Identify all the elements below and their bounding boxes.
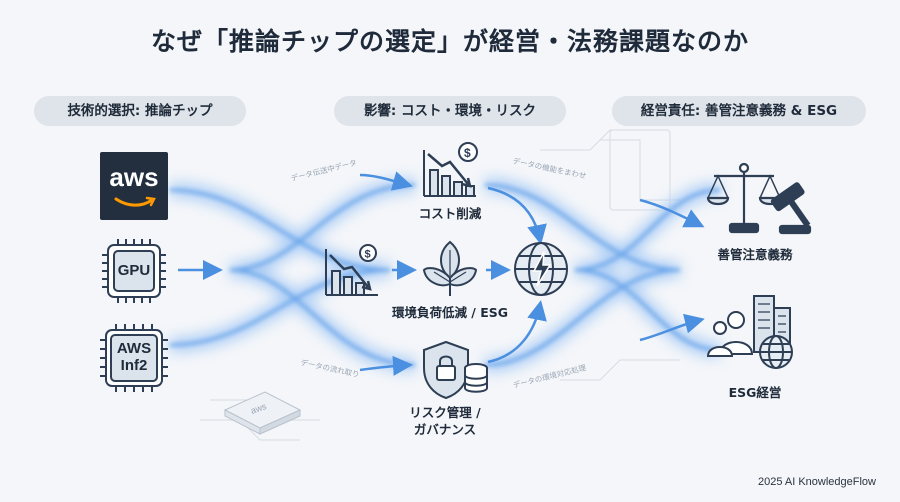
header-management-responsibility: 経営責任: 善管注意義務 & ESG [612, 96, 866, 126]
page-title: なぜ「推論チップの選定」が経営・法務課題なのか [150, 27, 749, 56]
globe-energy-icon [514, 242, 568, 296]
inf2-chip-icon [100, 324, 168, 392]
header-technical-choice: 技術的選択: 推論チップ [34, 96, 246, 126]
svg-text:$: $ [464, 146, 471, 160]
footer-credit: 2025 AI KnowledgeFlow [757, 476, 876, 488]
shield-lock-icon [423, 340, 488, 400]
inf2-chip-label-line1: AWS [116, 340, 152, 357]
aws-logo: aws [100, 152, 168, 220]
impact-risk-label: リスク管理 / ガバナンス [390, 404, 500, 438]
impact-environment-label: 環境負荷低減 / ESG [391, 305, 509, 320]
impact-risk-label-line2: ガバナンス [413, 422, 477, 437]
leaf-icon [422, 240, 478, 296]
impact-risk-label-line1: リスク管理 / [409, 405, 481, 420]
chart-decline-icon: $ [325, 244, 378, 296]
inf2-chip-label-line2: Inf2 [120, 357, 148, 374]
scales-gavel-icon [706, 162, 812, 235]
esg-management-icon [706, 295, 793, 369]
cost-chart-down-icon: $ [423, 142, 478, 197]
gpu-chip-icon [102, 239, 166, 303]
svg-text:$: $ [365, 249, 371, 261]
impact-cost-label: コスト削減 [418, 206, 482, 221]
aws-smile-icon [114, 196, 156, 207]
esg-management-label: ESG経営 [728, 385, 782, 400]
gpu-chip-label: GPU [117, 262, 151, 279]
aws-logo-text: aws [109, 162, 159, 192]
duty-of-care-label: 善管注意義務 [717, 247, 793, 262]
inf2-chip-label: AWS Inf2 [98, 340, 170, 374]
header-impact: 影響: コスト・環境・リスク [334, 96, 566, 126]
